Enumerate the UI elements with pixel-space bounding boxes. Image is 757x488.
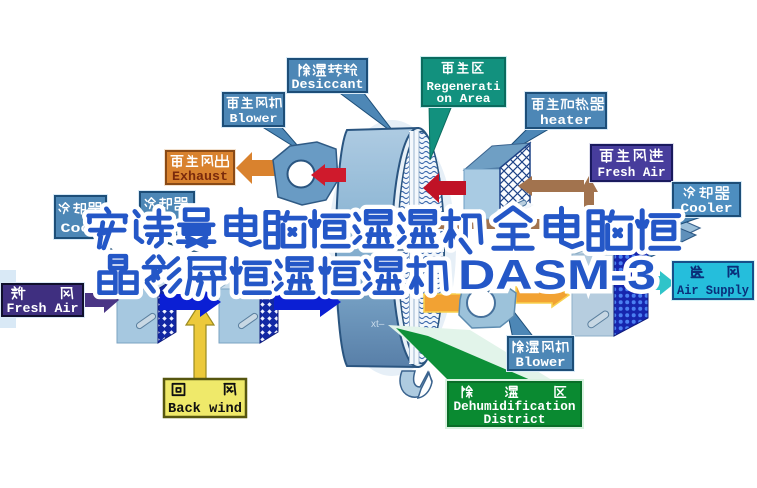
- svg-text:heater: heater: [540, 113, 592, 128]
- svg-text:Blower: Blower: [230, 112, 278, 126]
- svg-text:Fresh Air: Fresh Air: [7, 301, 79, 316]
- svg-text:Desiccant: Desiccant: [292, 78, 364, 92]
- svg-text:Air Supply: Air Supply: [677, 283, 749, 298]
- svg-text:Cooler: Cooler: [681, 201, 733, 216]
- svg-text:on Area: on Area: [437, 93, 491, 106]
- svg-text:Exhaust: Exhaust: [172, 170, 228, 184]
- svg-text:DASM-3: DASM-3: [458, 251, 656, 298]
- svg-text:Fresh Air: Fresh Air: [598, 165, 666, 180]
- svg-text:Dehumidification: Dehumidification: [454, 400, 576, 414]
- svg-text:Back wind: Back wind: [168, 402, 242, 417]
- svg-text:Regenerati: Regenerati: [427, 81, 501, 94]
- svg-text:District: District: [484, 413, 546, 427]
- svg-text:Blower: Blower: [516, 356, 566, 370]
- svg-text:xt–: xt–: [371, 319, 385, 330]
